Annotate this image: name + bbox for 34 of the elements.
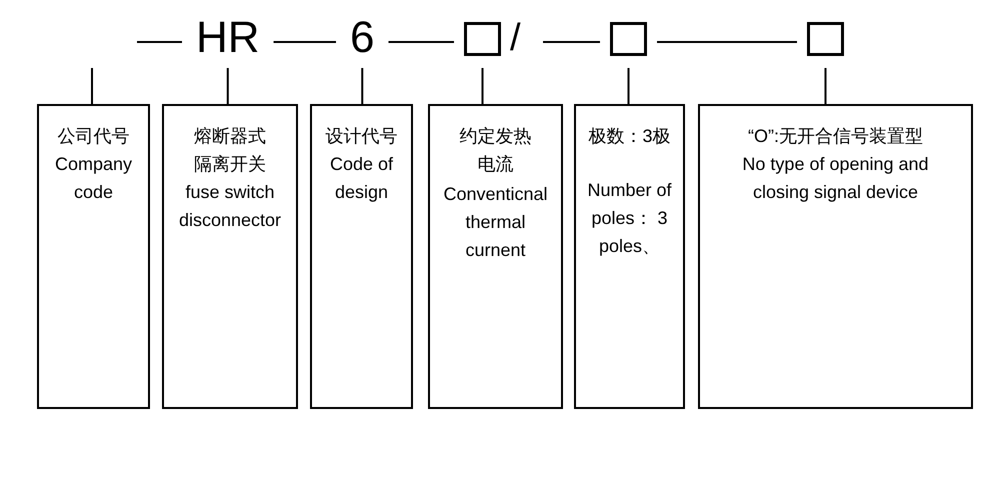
description-text: fuse switch disconnector	[178, 181, 282, 232]
connector-line	[226, 68, 229, 104]
description-text: Code of design	[328, 153, 394, 204]
blank-square	[807, 22, 844, 56]
description-box	[574, 104, 685, 409]
connector-line	[388, 41, 454, 43]
connector-line	[543, 41, 600, 43]
description-text: “O”:无开合信号装置型	[748, 125, 923, 148]
slash-text: /	[510, 18, 521, 58]
connector-line	[657, 41, 797, 43]
connector-line	[274, 41, 336, 43]
description-box	[37, 104, 150, 409]
blank-square	[464, 22, 501, 56]
description-text: 设计代号	[326, 125, 398, 148]
description-text: Conventicnal thermal curnent	[442, 183, 549, 262]
description-text: No type of opening and closing signal device	[741, 153, 930, 204]
connector-line	[137, 41, 182, 43]
connector-line	[361, 68, 364, 104]
description-box	[162, 104, 298, 409]
connector-line	[628, 68, 630, 104]
description-box	[310, 104, 413, 409]
blank-square	[610, 22, 647, 56]
code-text: HR	[196, 18, 260, 58]
description-text: 极数：3极	[588, 125, 670, 148]
description-text: 公司代号	[58, 125, 130, 148]
description-text: Number of poles： 3 poles、	[586, 179, 673, 258]
connector-line	[824, 68, 826, 104]
connector-line	[91, 68, 93, 104]
code-text: 6	[350, 18, 374, 58]
description-box	[698, 104, 973, 409]
description-text: Company code	[54, 153, 134, 204]
description-box	[428, 104, 563, 409]
description-text: 约定发热电流	[458, 125, 532, 176]
connector-line	[482, 68, 484, 104]
